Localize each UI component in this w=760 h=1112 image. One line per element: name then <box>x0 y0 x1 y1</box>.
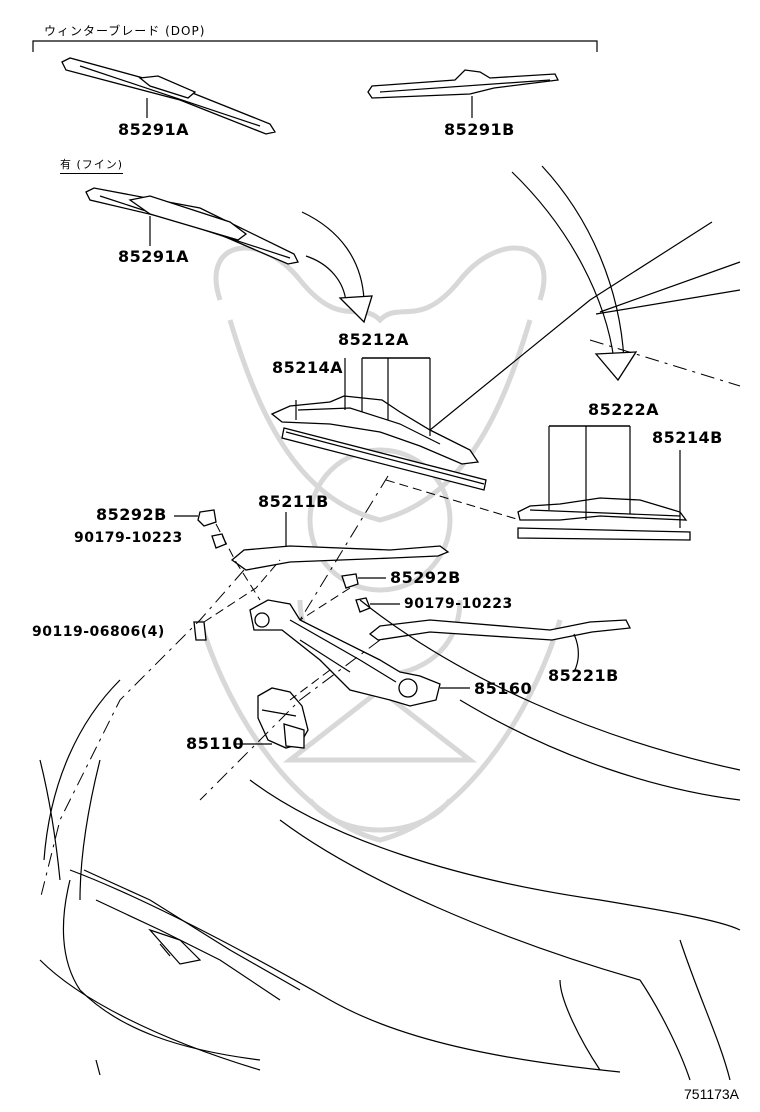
part-label-85221B[interactable]: 85221B <box>548 666 619 685</box>
vehicle-body-outline <box>39 221 741 1081</box>
part-label-85291A-fin[interactable]: 85291A <box>118 247 190 266</box>
blade-85212A <box>270 357 487 491</box>
part-label-85292B-left[interactable]: 85292B <box>96 505 167 524</box>
dashed-leaders <box>39 475 521 901</box>
blade-85222A <box>517 425 691 541</box>
replacement-arrows <box>301 165 638 382</box>
winter-blade-85291B <box>367 69 559 118</box>
figure-reference: 751173A <box>684 1086 740 1102</box>
part-label-90179-left[interactable]: 90179-10223 <box>74 530 183 546</box>
part-label-85214A[interactable]: 85214A <box>272 358 344 377</box>
watermark-emblem <box>197 245 563 843</box>
part-label-85222A[interactable]: 85222A <box>588 400 660 419</box>
caps-and-nuts <box>174 509 400 641</box>
part-label-85211B[interactable]: 85211B <box>258 492 329 511</box>
with-fin-header: 有 (フイン) <box>60 156 124 174</box>
dop-bracket <box>32 40 598 52</box>
wiper-arm-85221B <box>368 619 632 673</box>
winter-blade-85291A-top <box>61 57 277 135</box>
motor-85110 <box>236 687 309 749</box>
part-label-90179-right[interactable]: 90179-10223 <box>404 596 513 612</box>
part-label-85110[interactable]: 85110 <box>186 734 245 753</box>
wiper-arm-85211B <box>230 512 450 571</box>
linkage-85160 <box>249 599 470 707</box>
part-label-85212A[interactable]: 85212A <box>338 330 410 349</box>
winter-blade-85291A-fin <box>85 187 299 265</box>
part-label-85160[interactable]: 85160 <box>474 679 533 698</box>
part-label-85291B[interactable]: 85291B <box>444 120 515 139</box>
part-label-85291A-top[interactable]: 85291A <box>118 120 190 139</box>
part-label-85292B-right[interactable]: 85292B <box>390 568 461 587</box>
part-label-90119[interactable]: 90119-06806(4) <box>32 624 165 640</box>
part-label-85214B[interactable]: 85214B <box>652 428 723 447</box>
winter-blade-header: ウィンターブレード (DOP) <box>44 24 206 38</box>
